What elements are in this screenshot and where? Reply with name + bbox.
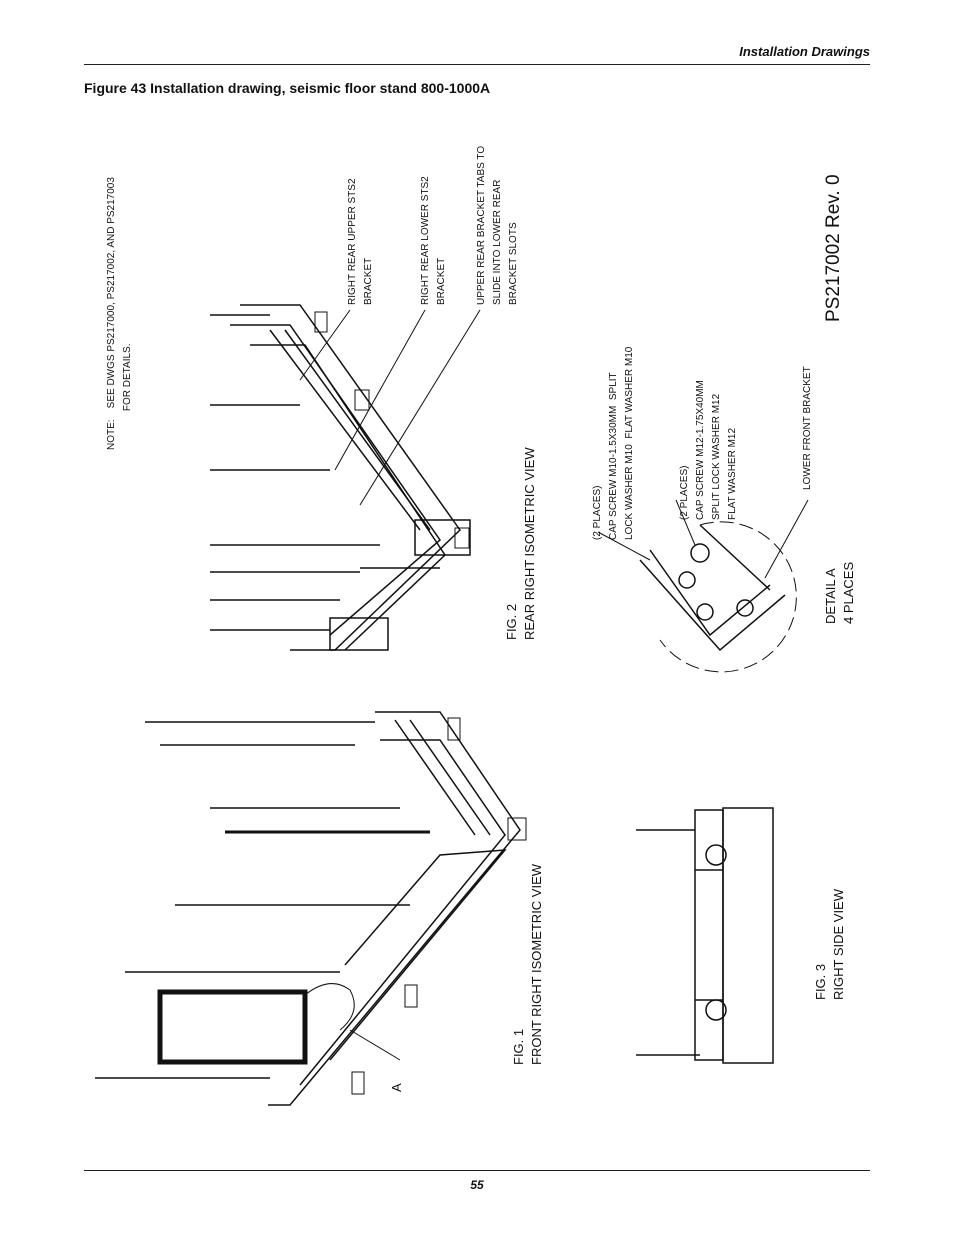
header-rule: [84, 64, 870, 65]
figure-caption: Figure 43 Installation drawing, seismic …: [84, 80, 491, 96]
detail-a-label: DETAIL A 4 PLACES: [823, 561, 856, 624]
detail-a-drawing: [597, 499, 809, 673]
callout-right-rear-upper-sts2: RIGHT REAR UPPER STS2 BRACKET: [347, 178, 374, 305]
footer-rule: [84, 1170, 870, 1171]
fig3-right-side-view-drawing: [636, 807, 774, 1064]
callout-lower-front-bracket: LOWER FRONT BRACKET: [802, 366, 813, 490]
fig2-rear-right-isometric-drawing: [210, 304, 471, 651]
fig1-front-right-isometric-drawing: [95, 711, 527, 1106]
section-title: Installation Drawings: [739, 44, 870, 59]
general-note: NOTE: SEE DWGS PS217000, PS217002, AND P…: [106, 177, 133, 450]
drawing-number: PS217002 Rev. 0: [823, 174, 844, 322]
fig3-label: FIG. 3 RIGHT SIDE VIEW: [813, 889, 846, 1000]
callout-right-rear-lower-sts2: RIGHT REAR LOWER STS2 BRACKET: [420, 176, 447, 305]
callout-leaders: [299, 309, 481, 506]
fig2-label: FIG. 2 REAR RIGHT ISOMETRIC VIEW: [504, 447, 537, 640]
page-number: 55: [470, 1178, 484, 1192]
callout-m10-hardware: (2 PLACES) CAP SCREW M10-1.5X30MM SPLIT …: [592, 346, 635, 540]
callout-m12-hardware: (2 PLACES) CAP SCREW M12-1.75X40MM SPLIT…: [679, 380, 738, 520]
detail-a-marker: A: [389, 1083, 404, 1092]
fig1-label: FIG. 1 FRONT RIGHT ISOMETRIC VIEW: [511, 863, 544, 1065]
callout-bracket-tabs: UPPER REAR BRACKET TABS TO SLIDE INTO LO…: [476, 145, 519, 305]
